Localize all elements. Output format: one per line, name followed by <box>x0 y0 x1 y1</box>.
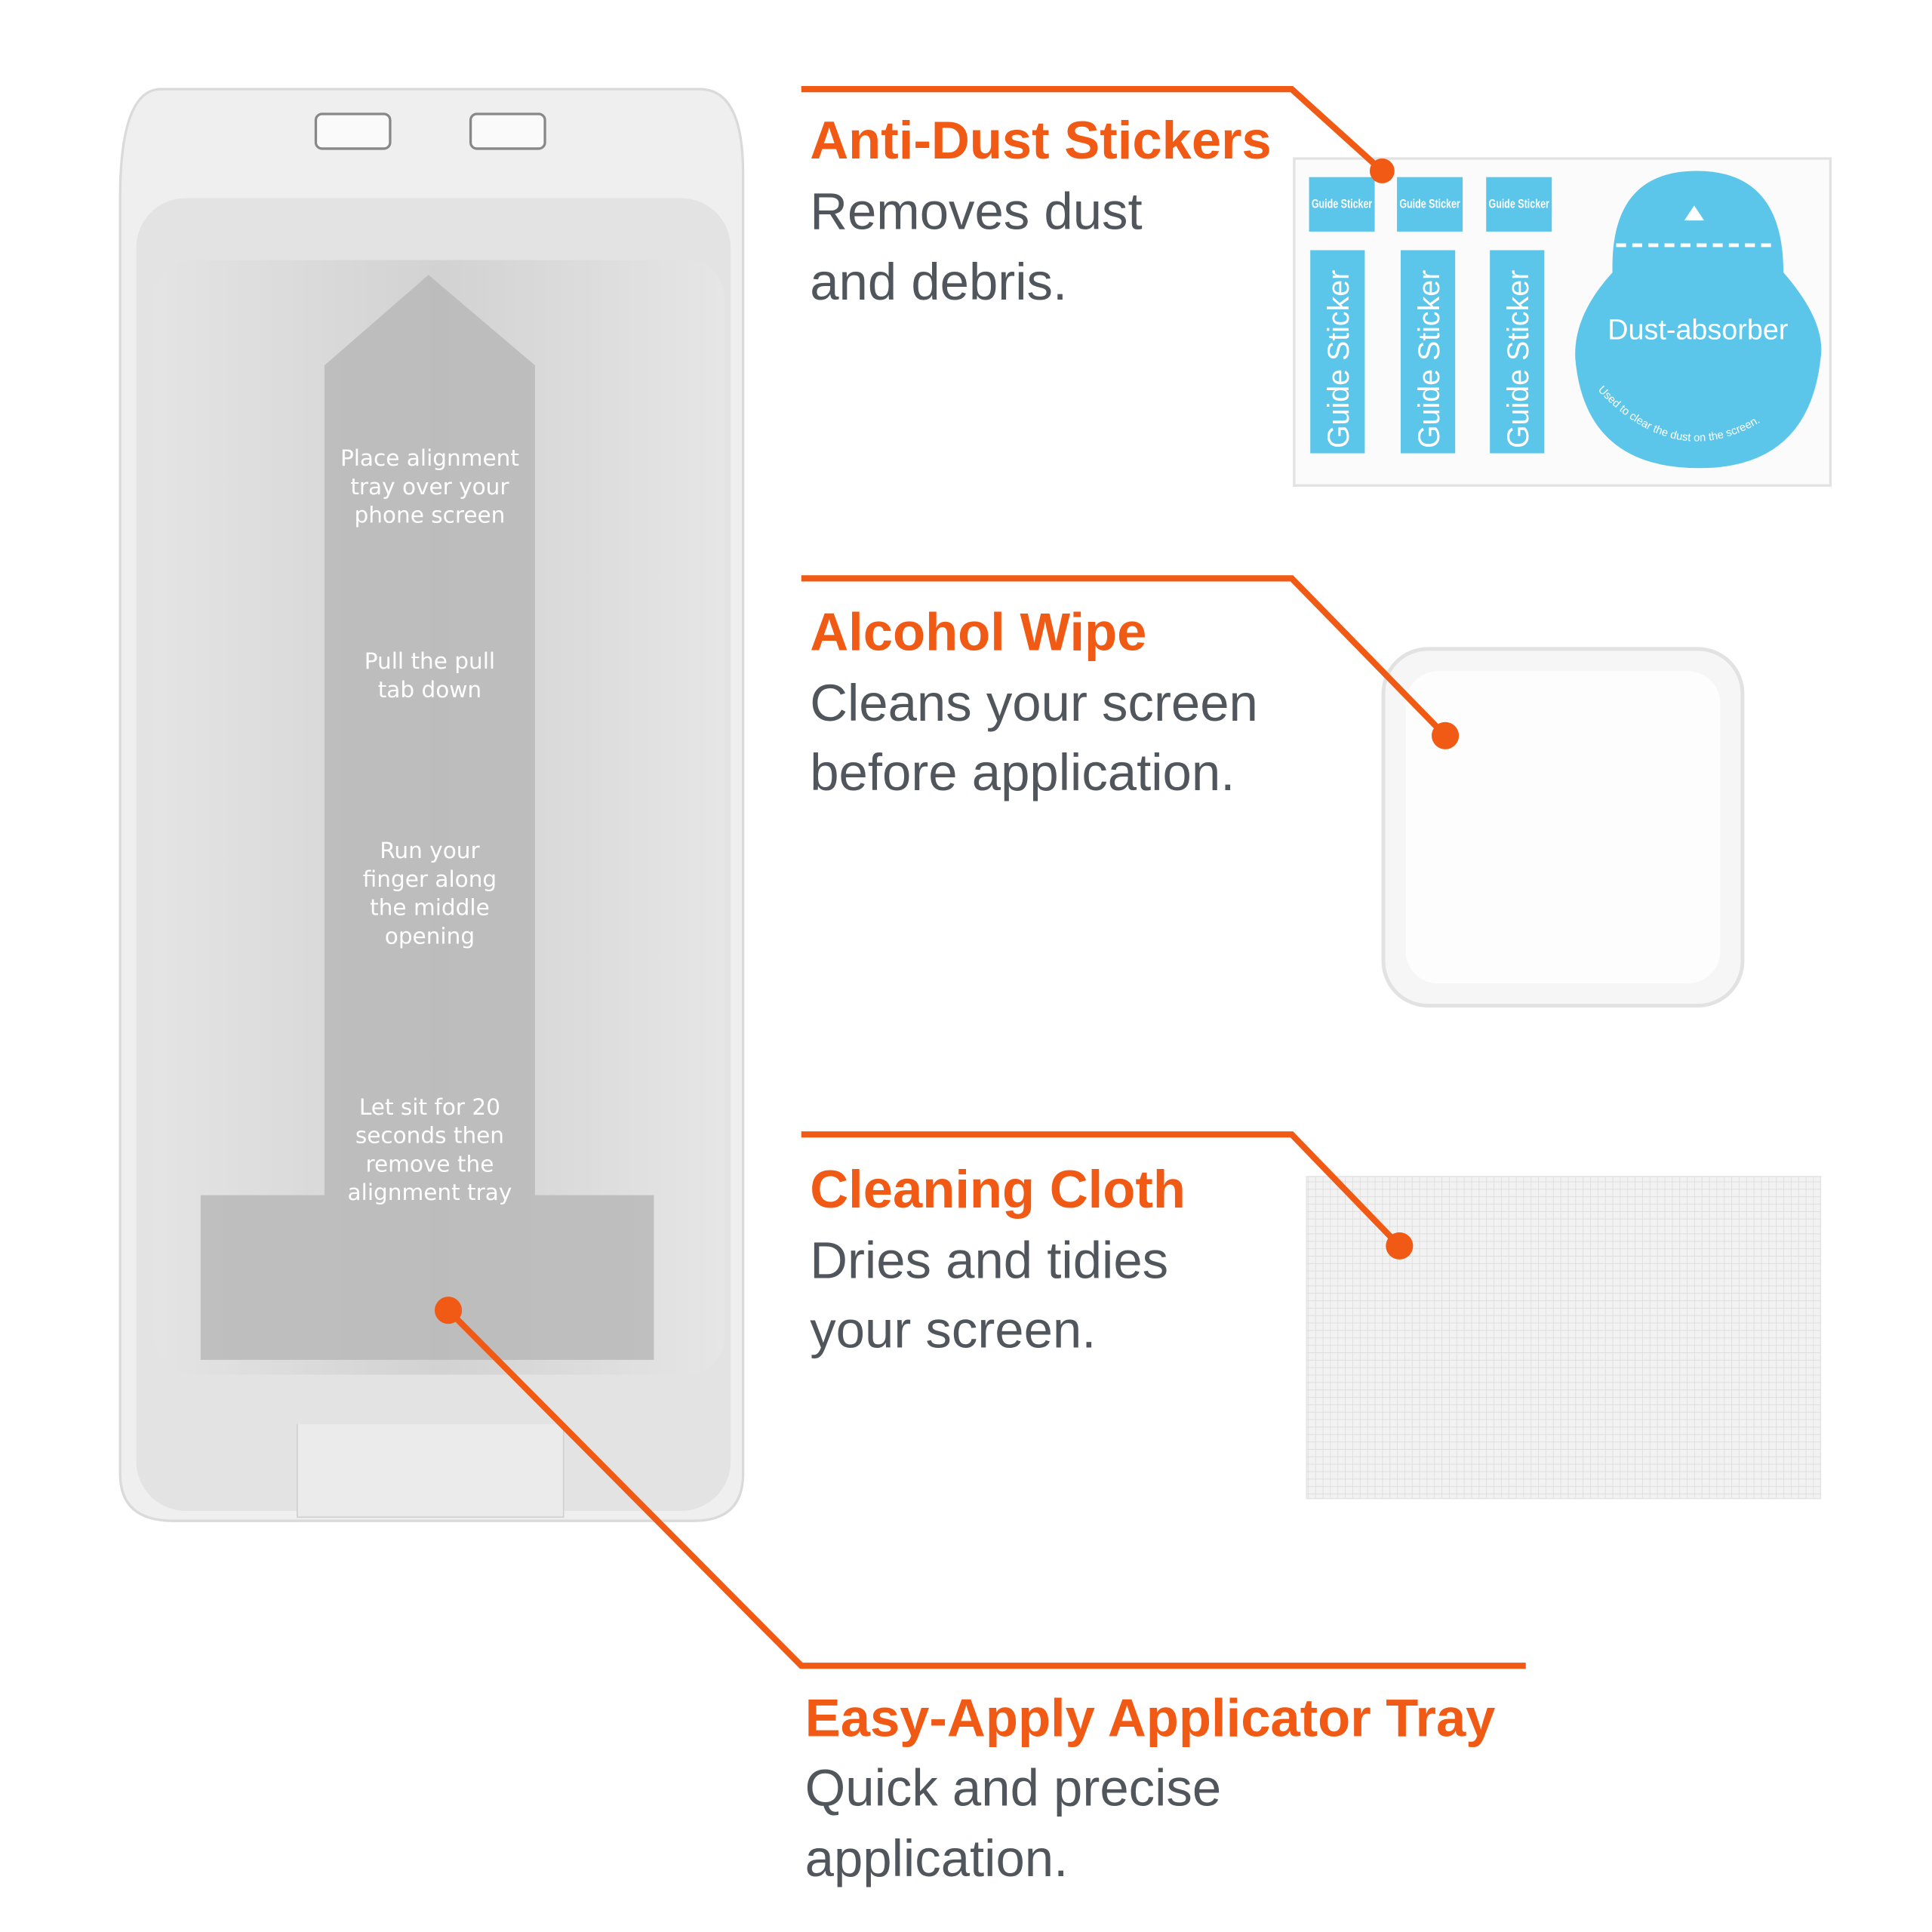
tray-step-1: Place alignment tray over your phone scr… <box>340 445 519 528</box>
svg-text:tab down: tab down <box>378 677 481 703</box>
callout-cleaning-cloth: Cleaning Cloth Dries and tidies your scr… <box>810 1159 1186 1358</box>
svg-text:opening: opening <box>385 923 475 949</box>
dot-applicator-tray <box>435 1297 463 1324</box>
guide-strip-label: Guide Sticker <box>1413 270 1446 448</box>
svg-text:Let sit for 20: Let sit for 20 <box>359 1094 500 1120</box>
svg-text:Alcohol Wipe: Alcohol Wipe <box>810 602 1146 662</box>
dot-anti-dust <box>1369 158 1395 183</box>
svg-text:tray over your: tray over your <box>350 474 509 500</box>
svg-text:Dries and tidies: Dries and tidies <box>810 1232 1168 1290</box>
leader-applicator-tray <box>446 1308 1526 1669</box>
svg-text:your screen.: your screen. <box>810 1300 1096 1358</box>
dust-absorber-label: Dust-absorber <box>1607 314 1788 346</box>
dust-absorber-sticker: Dust-absorber Used to clear the dust on … <box>1575 171 1822 469</box>
svg-text:finger along: finger along <box>363 866 497 892</box>
svg-text:Easy-Apply Applicator Tray: Easy-Apply Applicator Tray <box>805 1688 1496 1748</box>
svg-text:and debris.: and debris. <box>810 253 1067 311</box>
svg-text:alignment tray: alignment tray <box>348 1180 512 1205</box>
guide-tab-label: Guide Sticker <box>1312 198 1373 211</box>
svg-text:remove the: remove the <box>365 1151 494 1177</box>
alcohol-wipe <box>1381 647 1745 1008</box>
leader-anti-dust <box>801 86 1385 174</box>
guide-tab-label: Guide Sticker <box>1399 198 1460 211</box>
svg-text:Place alignment: Place alignment <box>340 445 519 471</box>
svg-text:Pull the pull: Pull the pull <box>365 648 495 674</box>
callout-alcohol-wipe: Alcohol Wipe Cleans your screen before a… <box>810 602 1258 801</box>
svg-text:application.: application. <box>805 1829 1069 1887</box>
svg-text:Cleans your screen: Cleans your screen <box>810 674 1258 732</box>
svg-text:Quick and precise: Quick and precise <box>805 1759 1222 1817</box>
guide-tab-label: Guide Sticker <box>1489 198 1550 211</box>
guide-strip-label: Guide Sticker <box>1322 270 1355 448</box>
tray-step-2: Pull the pull tab down <box>365 648 495 703</box>
guide-strip-label: Guide Sticker <box>1502 270 1535 448</box>
guide-sticker-strips: Guide Sticker Guide Sticker Guide Sticke… <box>1310 250 1545 454</box>
svg-text:seconds then: seconds then <box>355 1123 504 1149</box>
svg-text:Run your: Run your <box>380 838 480 863</box>
leader-alcohol-wipe <box>801 575 1448 738</box>
svg-text:phone screen: phone screen <box>354 503 505 528</box>
svg-text:Cleaning Cloth: Cleaning Cloth <box>810 1159 1186 1219</box>
svg-text:Removes dust: Removes dust <box>810 183 1142 241</box>
applicator-tray: Place alignment tray over your phone scr… <box>118 88 745 1522</box>
tray-step-4: Let sit for 20 seconds then remove the a… <box>348 1094 512 1205</box>
tray-step-3: Run your finger along the middle opening <box>363 838 497 949</box>
callout-applicator-tray: Easy-Apply Applicator Tray Quick and pre… <box>805 1688 1496 1887</box>
cleaning-cloth <box>1306 1176 1822 1500</box>
guide-sticker-tabs: Guide Sticker Guide Sticker Guide Sticke… <box>1309 177 1552 232</box>
callout-dots <box>435 158 1460 1324</box>
dot-cleaning-cloth <box>1386 1232 1414 1260</box>
svg-text:Anti-Dust Stickers: Anti-Dust Stickers <box>810 110 1272 170</box>
anti-dust-sticker-sheet: Guide Sticker Guide Sticker Guide Sticke… <box>1293 157 1832 487</box>
leader-cleaning-cloth <box>801 1131 1402 1248</box>
callout-leaders <box>446 86 1526 1669</box>
svg-text:the middle: the middle <box>370 895 490 921</box>
dot-alcohol-wipe <box>1432 721 1460 749</box>
svg-text:before application.: before application. <box>810 743 1235 801</box>
callout-anti-dust: Anti-Dust Stickers Removes dust and debr… <box>810 110 1272 311</box>
